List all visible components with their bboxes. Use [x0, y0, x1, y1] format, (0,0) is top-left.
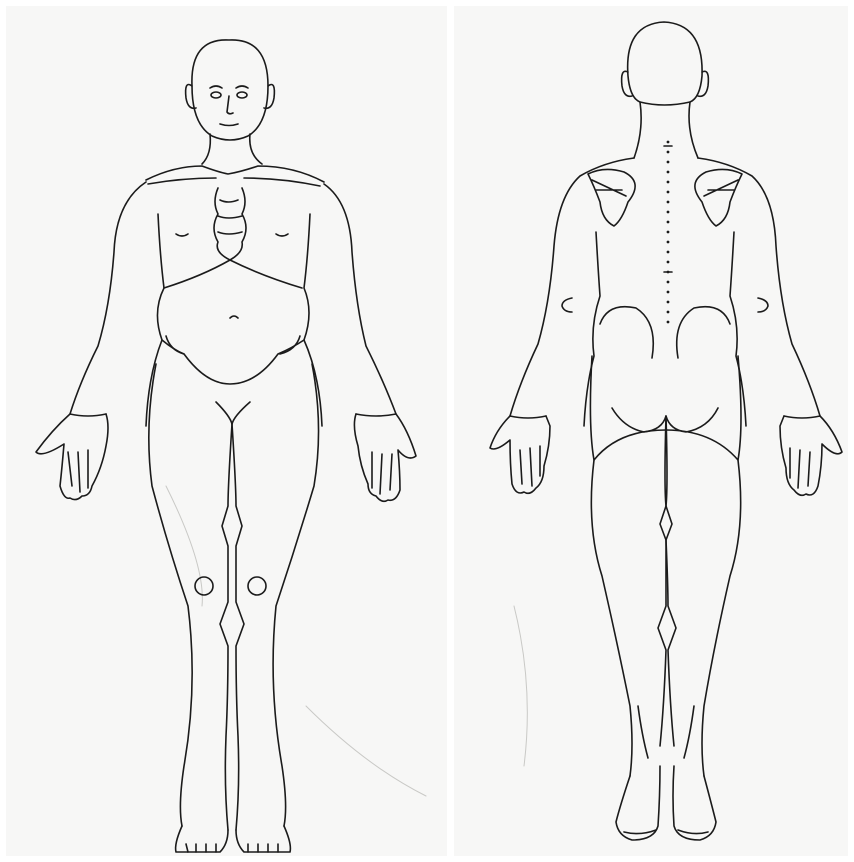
front-right-brow: [236, 86, 248, 88]
front-left-kneecap: [195, 577, 213, 595]
front-right-eye: [237, 92, 247, 98]
back-left-ear: [622, 71, 632, 96]
front-left-arm-outer: [70, 182, 146, 414]
front-right-foot: [236, 826, 290, 852]
back-left-scapula: [588, 169, 635, 226]
front-right-kneecap: [248, 577, 266, 595]
front-left-leg-inner: [220, 424, 232, 830]
front-right-arm-inner: [304, 214, 322, 426]
back-neck-right: [689, 102, 698, 158]
front-right-ear: [264, 85, 274, 109]
front-right-clavicle: [244, 178, 320, 186]
back-right-scapula: [695, 169, 742, 226]
front-left-toes: [186, 844, 216, 852]
back-left-foot: [616, 766, 660, 840]
back-body-figure: [454, 6, 848, 856]
paper-mark: [306, 706, 426, 796]
front-groin: [216, 402, 250, 424]
front-neck-right: [250, 134, 262, 164]
front-right-hand: [354, 414, 416, 501]
back-head: [628, 22, 702, 105]
front-right-leg-inner: [232, 424, 244, 830]
front-pelvis-line: [162, 340, 304, 384]
front-right-toes: [248, 844, 278, 852]
panel-divider: [448, 0, 453, 862]
front-left-eye: [211, 92, 221, 98]
back-right-heel: [678, 830, 708, 834]
back-left-arm-outer: [510, 158, 634, 416]
back-right-iliac: [677, 307, 730, 358]
front-left-leg-outer: [149, 364, 192, 826]
back-right-elbow: [758, 298, 768, 312]
front-left-foot: [176, 826, 228, 852]
back-spine: [664, 141, 672, 324]
front-right-fingers: [372, 452, 392, 494]
front-neck-left: [202, 134, 210, 164]
front-left-brow: [210, 86, 222, 88]
back-left-elbow: [562, 298, 572, 312]
front-view-panel: [6, 6, 447, 856]
front-right-nipple: [276, 234, 288, 236]
back-left-iliac: [600, 307, 653, 358]
front-clavicle-line: [146, 166, 324, 182]
front-right-wrist: [356, 414, 396, 416]
back-right-arm-outer: [698, 158, 820, 416]
back-right-leg-inner: [666, 416, 676, 746]
paper-mark: [166, 486, 202, 606]
front-navel: [230, 316, 238, 318]
back-left-leg-outer: [591, 460, 632, 776]
front-left-nipple: [176, 234, 188, 236]
front-right-leg-outer: [273, 364, 318, 826]
back-left-leg-inner: [658, 416, 666, 746]
back-neck-left: [634, 102, 641, 158]
front-nose: [227, 96, 233, 114]
back-left-heel: [624, 830, 656, 834]
back-right-wrist: [784, 416, 820, 418]
front-right-arm-outer: [324, 184, 396, 414]
front-left-wrist: [70, 414, 106, 416]
front-mouth: [220, 124, 238, 126]
front-left-fingers: [68, 450, 88, 492]
back-left-achilles: [638, 706, 648, 758]
back-right-fingers: [790, 448, 810, 488]
back-right-ear: [698, 71, 708, 96]
back-view-panel: [454, 6, 848, 856]
paper-mark: [514, 606, 527, 766]
back-right-achilles: [684, 706, 694, 758]
back-left-arm-inner: [584, 232, 600, 426]
front-left-clavicle: [148, 178, 216, 184]
back-right-foot: [673, 766, 716, 840]
front-ribs-marks: [218, 200, 242, 234]
front-body-figure: [6, 6, 447, 856]
back-left-fingers: [520, 446, 540, 486]
front-sternum: [214, 188, 246, 260]
back-right-leg-outer: [702, 460, 741, 776]
front-left-arm-inner: [146, 214, 164, 426]
front-rib-cage-border: [164, 260, 302, 288]
front-left-ear: [186, 85, 196, 109]
back-right-arm-inner: [730, 232, 746, 426]
back-left-wrist: [510, 416, 546, 418]
